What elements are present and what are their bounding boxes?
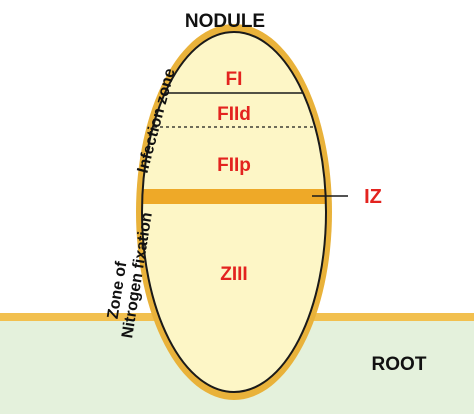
zone-label-iz: IZ bbox=[364, 186, 382, 208]
iz-band bbox=[142, 189, 326, 204]
nodule-title: NODULE bbox=[185, 11, 265, 32]
zone-label-fiip: FIIp bbox=[217, 155, 251, 176]
zone-label-ziii: ZIII bbox=[220, 264, 247, 285]
zone-label-fi: FI bbox=[226, 69, 243, 90]
nodule-border bbox=[141, 31, 327, 393]
zone-label-fiid: FIId bbox=[217, 104, 251, 125]
nodule-body bbox=[142, 32, 326, 392]
root-label: ROOT bbox=[372, 354, 427, 375]
